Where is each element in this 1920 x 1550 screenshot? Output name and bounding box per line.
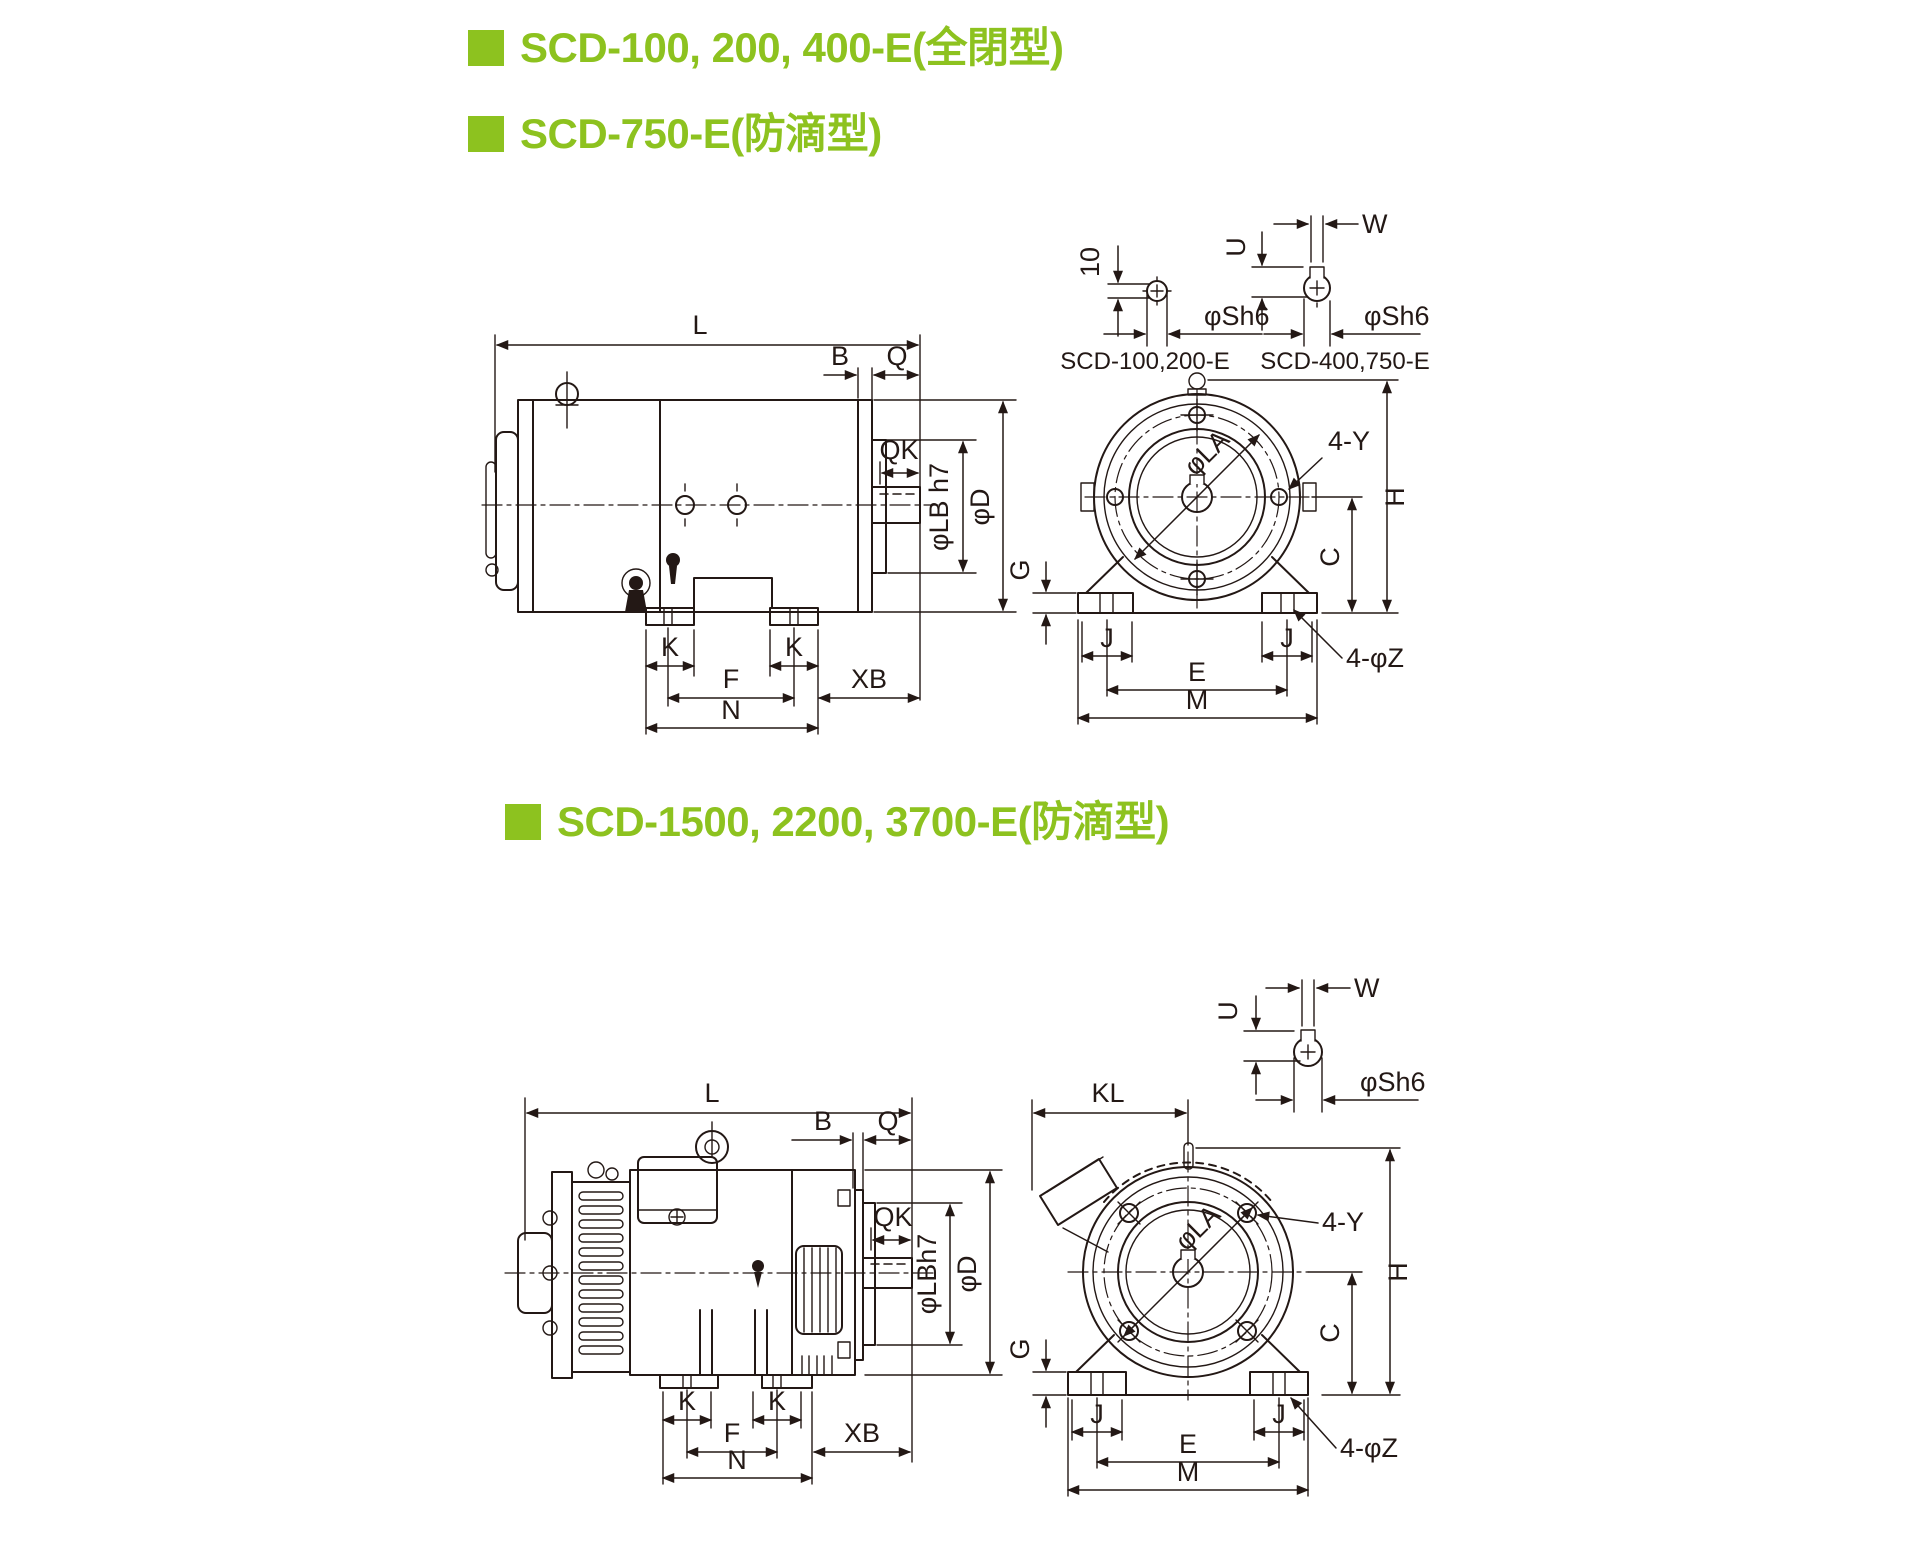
fig2-shaft-detail: W U φSh6 (1213, 973, 1426, 1113)
fig2-dim-4Z: 4-φZ (1340, 1433, 1398, 1463)
fig2-dim-L: L (704, 1078, 719, 1108)
fig1-dim-G: G (1005, 559, 1035, 580)
fig1-dim-LB-h7: φLB h7 (924, 463, 954, 551)
fig1-dim-H: H (1380, 487, 1410, 507)
fig2-dim-M: M (1177, 1457, 1200, 1487)
fig2-dim-G: G (1005, 1338, 1035, 1359)
heading-text: SCD-100, 200, 400-E(全閉型) (520, 24, 1064, 71)
fig1-dim-B: B (831, 341, 849, 371)
fig1-dim-S-h6-right: φSh6 (1364, 301, 1430, 331)
fig2-dim-S-h6: φSh6 (1360, 1067, 1426, 1097)
fig2-dim-N: N (727, 1445, 747, 1475)
fig1-dim-K-right: K (785, 632, 803, 662)
fig1-dim-4Z: 4-φZ (1346, 643, 1404, 673)
fig1-dim-E: E (1188, 657, 1206, 687)
fig2-dim-B: B (814, 1106, 832, 1136)
fig1-dim-W: W (1362, 209, 1388, 239)
fig2-dim-XB: XB (844, 1418, 880, 1448)
fig2-dim-H: H (1383, 1262, 1413, 1282)
fig1-dim-LA: φLA (1178, 424, 1235, 481)
fig2-dim-Q: Q (877, 1106, 898, 1136)
fig2-dim-C: C (1315, 1323, 1345, 1343)
fig2-dim-W: W (1354, 973, 1380, 1003)
fig1-front-view: φLA 4-Y H C G (1005, 372, 1410, 725)
fig1-dim-M: M (1186, 685, 1209, 715)
fig2-dim-J-left: J (1090, 1399, 1104, 1429)
fig1-side-view: L (481, 310, 1017, 735)
fig1-dim-C: C (1315, 547, 1345, 567)
fig1-dim-N: N (721, 695, 741, 725)
heading-bullet-square (505, 804, 541, 841)
fig1-dim-XB: XB (851, 664, 887, 694)
fig1-dim-F: F (723, 664, 740, 694)
fig2-side-view: L (504, 1078, 1003, 1485)
fig1-caption-scd100-200: SCD-100,200-E (1060, 348, 1229, 375)
fig2-front-view: KL φLA 4-Y H C G (1005, 1078, 1413, 1497)
fig1-dim-J-left: J (1100, 623, 1114, 653)
fig2-dim-K-left: K (678, 1386, 696, 1416)
fig1-dim-S-h6-left: φSh6 (1204, 301, 1270, 331)
figure1-drawing: L (481, 209, 1430, 735)
fig2-dim-J-right: J (1272, 1399, 1286, 1429)
fig1-dim-J-right: J (1280, 623, 1294, 653)
fig1-dim-Q: Q (886, 341, 907, 371)
fig2-dim-F: F (724, 1418, 741, 1448)
fig1-shaft-detail-scd100-200: 10 φSh6 SCD-100,200-E (1060, 245, 1270, 375)
fig1-dim-L: L (692, 310, 707, 340)
fig1-dim-4Y: 4-Y (1328, 426, 1370, 456)
fig1-dim-D: φD (965, 488, 995, 525)
fig2-dim-K-right: K (768, 1386, 786, 1416)
fig2-dim-LBh7: φLBh7 (912, 1234, 942, 1315)
heading-scd-750: SCD-750-E(防滴型) (468, 110, 882, 157)
fig2-dim-D: φD (952, 1255, 982, 1292)
heading-bullet-square (468, 30, 504, 67)
heading-bullet-square (468, 116, 504, 153)
fig1-dim-10: 10 (1075, 247, 1105, 277)
heading-scd-100-200-400: SCD-100, 200, 400-E(全閉型) (468, 24, 1064, 71)
heading-text: SCD-1500, 2200, 3700-E(防滴型) (557, 798, 1170, 845)
heading-scd-1500-2200-3700: SCD-1500, 2200, 3700-E(防滴型) (505, 798, 1170, 845)
fig2-dim-E: E (1179, 1429, 1197, 1459)
fig1-dim-U: U (1221, 237, 1251, 257)
fig1-dim-K-left: K (661, 632, 679, 662)
fig2-dim-4Y: 4-Y (1322, 1207, 1364, 1237)
fig2-dim-QK: QK (873, 1202, 912, 1232)
heading-text: SCD-750-E(防滴型) (520, 110, 882, 157)
fig2-dim-KL: KL (1091, 1078, 1124, 1108)
fig1-shaft-detail-scd400-750: W U φSh6 SCD-400,750-E (1221, 209, 1430, 375)
figure2-drawing: L (504, 973, 1426, 1497)
fig2-dim-U: U (1213, 1001, 1243, 1021)
fig1-caption-scd400-750: SCD-400,750-E (1260, 348, 1429, 375)
